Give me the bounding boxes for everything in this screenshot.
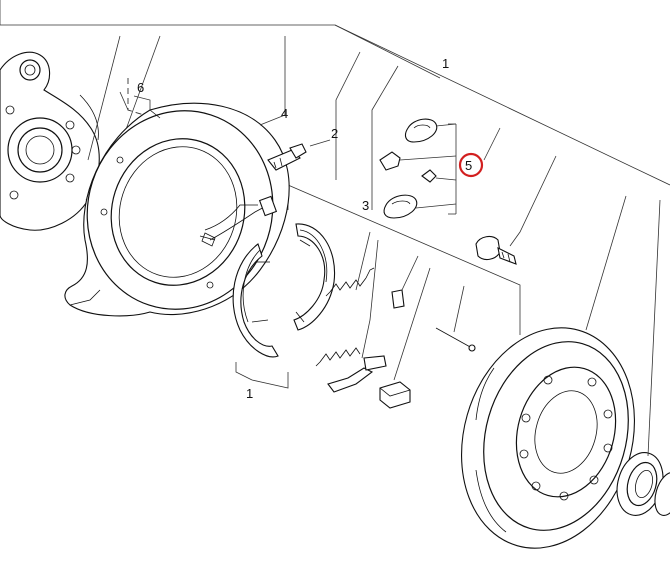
clip-kit-highlight-circle [458, 152, 484, 178]
brake-drum [461, 327, 635, 549]
bolt-leader [509, 155, 557, 247]
label-assembly-top: 1 [442, 56, 449, 71]
backing-plate [64, 102, 290, 317]
hold-down-pin [435, 327, 476, 352]
label-hardware-kit: 3 [362, 198, 369, 213]
adjuster-lever [327, 355, 387, 393]
label-knuckle: 6 [137, 80, 144, 95]
adjuster-pin-leader [309, 51, 361, 180]
hub-bearing [654, 472, 670, 516]
parking-cable [201, 195, 278, 247]
wheel-bolt [475, 235, 517, 265]
label-bleeder: 2 [331, 126, 338, 141]
label-assembly-shoes: 1 [246, 386, 253, 401]
drum-leader [585, 195, 627, 331]
brake-shoe-left [232, 243, 279, 358]
hardware-leaders [355, 231, 465, 381]
anchor-clip [391, 289, 405, 309]
label-backing-plate: 4 [281, 106, 288, 121]
shoes-leader [235, 362, 289, 389]
retainer-clip [379, 381, 411, 409]
clip-kit [379, 118, 457, 219]
label-clip-kit: 5 [465, 158, 472, 173]
seal-leader [647, 199, 661, 457]
clip-kit-leader [371, 65, 501, 210]
brake-shoe-right [293, 223, 336, 331]
adjuster-pin [267, 143, 307, 171]
return-spring-lower [315, 347, 361, 367]
return-spring-upper [325, 267, 375, 297]
backing-plate-leader [259, 36, 286, 126]
